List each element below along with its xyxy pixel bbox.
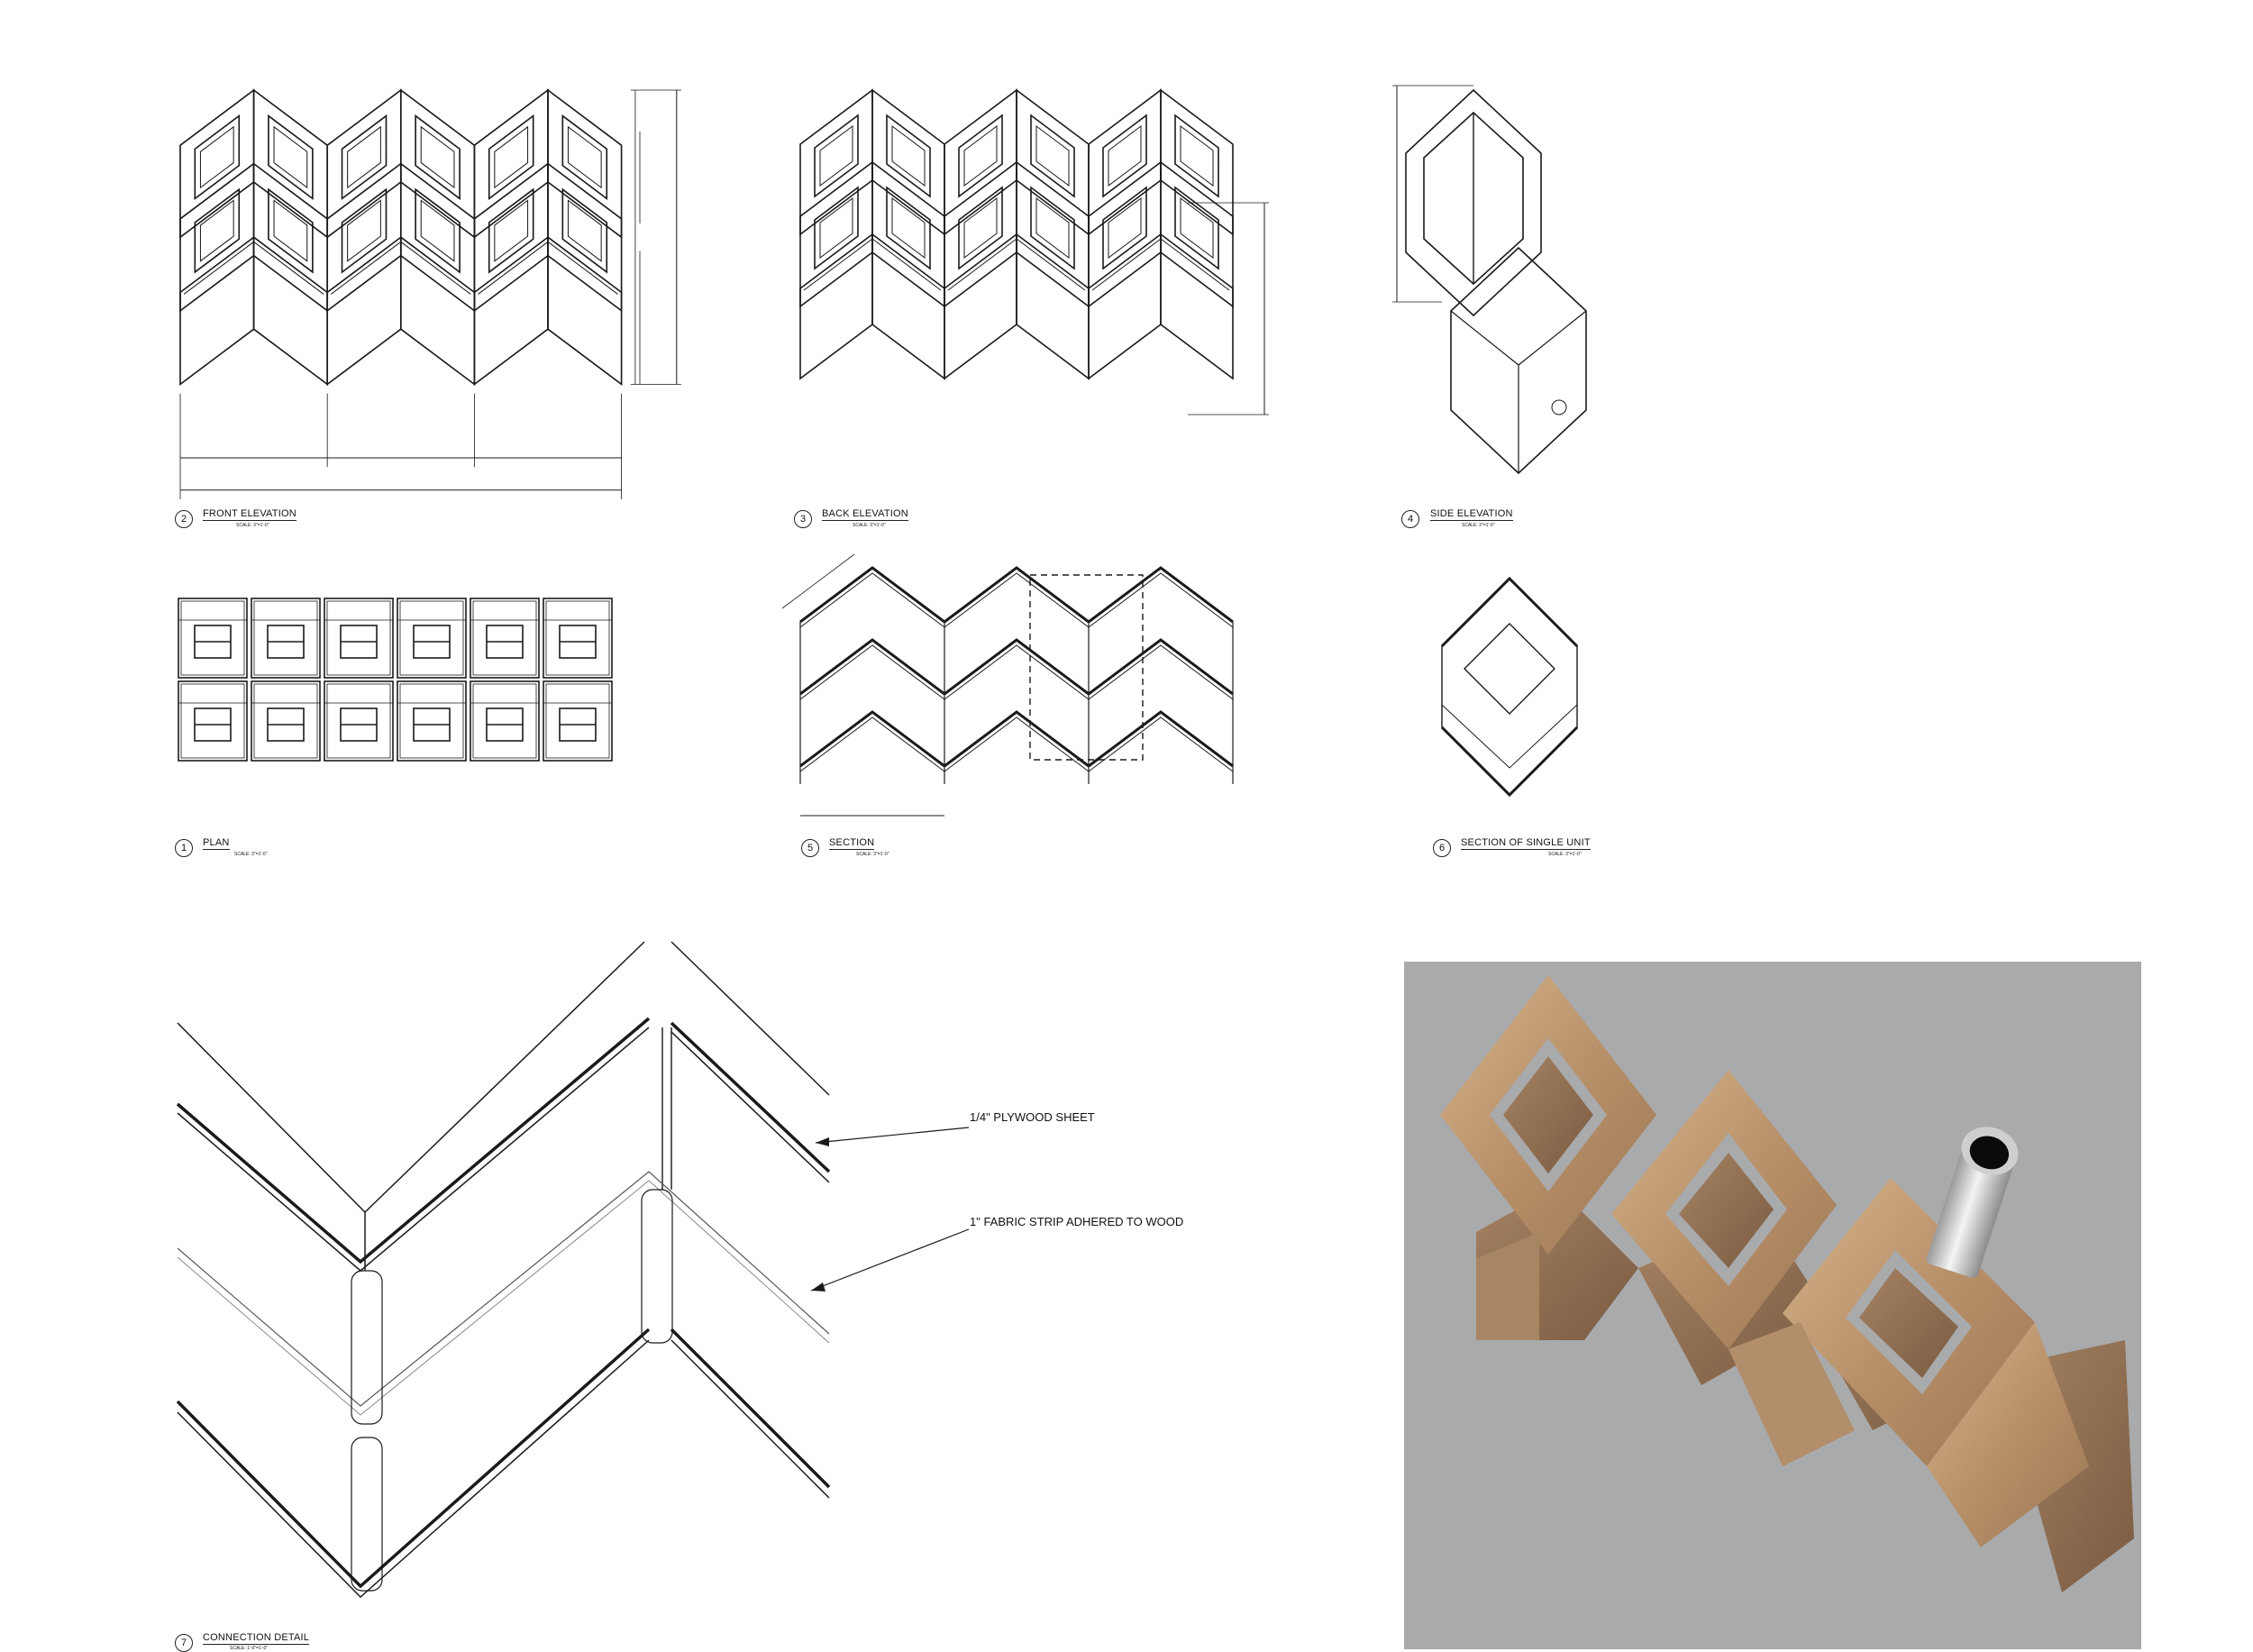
view-scale: SCALE: 3"=1'-0" [234,852,268,857]
product-render [1404,962,2141,1649]
view-scale: SCALE: 3"=1'-0" [1548,852,1582,857]
view-scale: SCALE: 3"=1'-0" [856,852,889,857]
connection-detail-drawing [176,941,970,1599]
view-title: SIDE ELEVATION [1430,508,1513,521]
view-scale: SCALE: 1'-0"=1'-0" [230,1646,269,1651]
single-unit-section-drawing [1440,576,1579,798]
view-number: 6 [1433,839,1451,857]
fabric-callout: 1" FABRIC STRIP ADHERED TO WOOD [970,1215,1184,1228]
view-number: 7 [175,1634,193,1652]
view-number: 1 [175,839,193,857]
view-scale: SCALE: 3"=1'-0" [853,523,886,528]
view-number: 5 [801,839,819,857]
view-title: PLAN [203,837,230,850]
view-number: 3 [794,510,812,528]
back-elevation-drawing [800,90,1269,415]
view-title: FRONT ELEVATION [203,508,296,521]
view-scale: SCALE: 3"=1'-0" [1462,523,1495,528]
view-scale: SCALE: 3"=1'-0" [236,523,269,528]
view-number: 2 [175,510,193,528]
view-number: 4 [1401,510,1419,528]
render-illustration [1440,975,2134,1593]
view-title: SECTION [829,837,875,850]
plywood-callout: 1/4" PLYWOOD SHEET [970,1110,1095,1124]
view-title: CONNECTION DETAIL [203,1632,310,1645]
section-drawing [781,553,1235,817]
front-elevation-drawing [179,89,681,499]
view-title: BACK ELEVATION [822,508,908,521]
side-elevation-drawing [1392,85,1587,475]
plan-drawing [178,598,613,761]
view-title: SECTION OF SINGLE UNIT [1461,837,1591,850]
